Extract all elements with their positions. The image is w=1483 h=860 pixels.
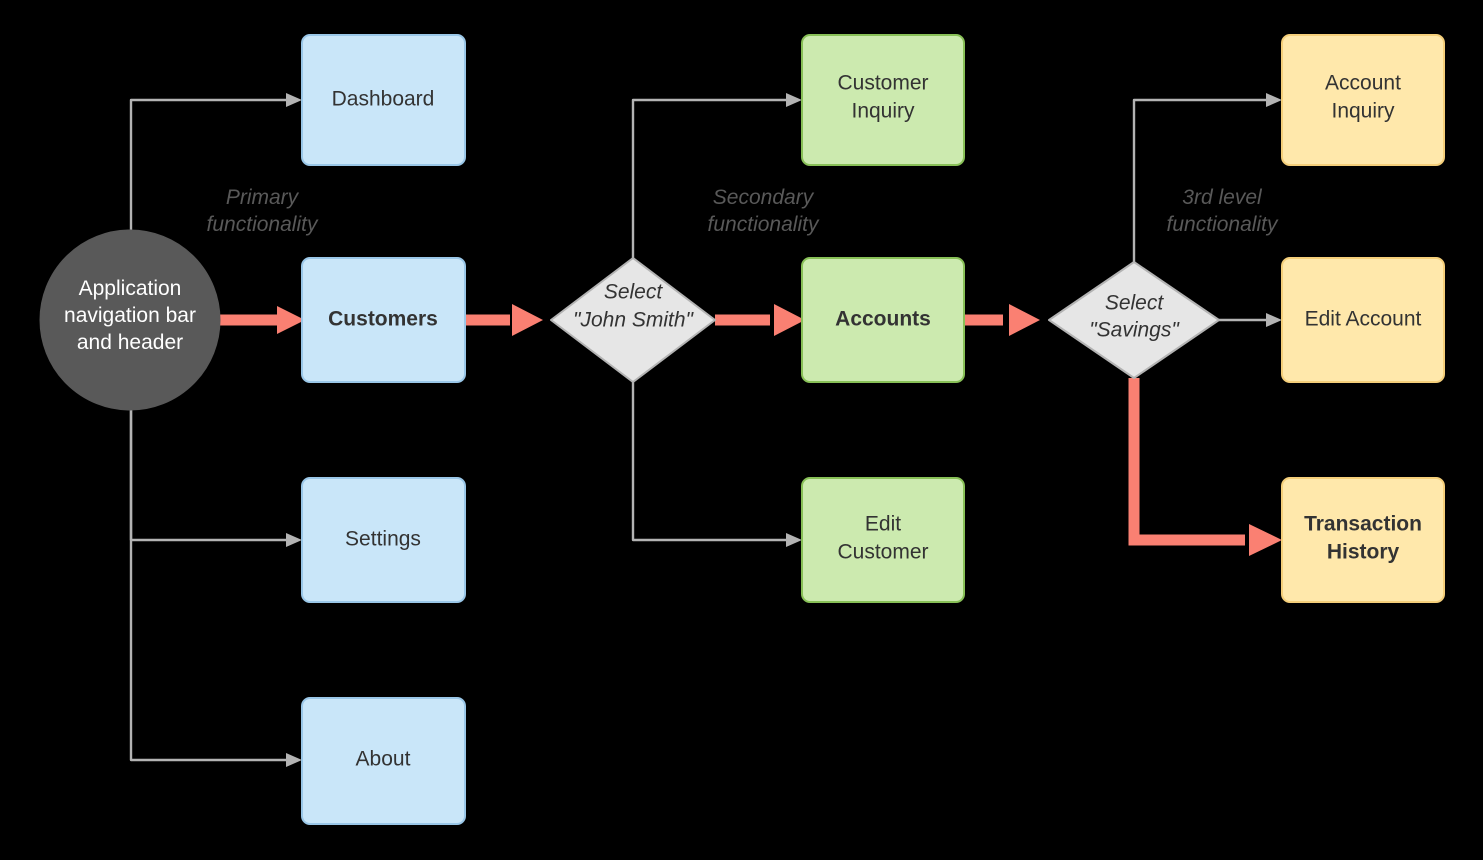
annotation-secondary-line-2: functionality bbox=[708, 213, 820, 236]
arrowhead-savings-highlight bbox=[1009, 304, 1040, 336]
node-select-john-smith-line-1: Select bbox=[604, 281, 664, 304]
arrowhead-account-inquiry bbox=[1266, 93, 1282, 107]
edge-savings-to-transaction-history-highlight bbox=[1128, 378, 1245, 546]
node-settings[interactable]: Settings bbox=[301, 477, 466, 603]
arrowhead-john-smith-highlight bbox=[512, 304, 543, 336]
node-edit-customer-line-2: Customer bbox=[837, 541, 928, 564]
node-account-inquiry-line-1: Account bbox=[1325, 72, 1401, 95]
arrowhead-edit-account bbox=[1266, 313, 1282, 327]
node-customers[interactable]: Customers bbox=[301, 257, 466, 383]
arrowhead-transaction-history-highlight bbox=[1249, 524, 1282, 556]
arrowhead-edit-customer bbox=[786, 533, 802, 547]
node-transaction-history[interactable]: Transaction History bbox=[1281, 477, 1445, 603]
highlighted-path-group bbox=[216, 304, 1282, 556]
node-customers-label: Customers bbox=[328, 308, 438, 331]
node-transaction-history-line-2: History bbox=[1327, 541, 1400, 564]
edge-group-secondary bbox=[631, 93, 802, 547]
node-customer-inquiry-line-2: Inquiry bbox=[851, 100, 915, 123]
edge-john-smith-to-edit-customer bbox=[631, 318, 794, 542]
node-settings-label: Settings bbox=[345, 528, 421, 551]
node-select-savings[interactable]: Select "Savings" bbox=[1048, 261, 1220, 379]
arrowhead-accounts-highlight bbox=[774, 304, 805, 336]
node-dashboard-label: Dashboard bbox=[332, 88, 435, 111]
arrowhead-customers-highlight bbox=[277, 306, 305, 334]
node-account-inquiry[interactable]: Account Inquiry bbox=[1281, 34, 1445, 166]
annotation-primary-functionality: Primary functionality bbox=[207, 186, 319, 236]
node-account-inquiry-line-2: Inquiry bbox=[1331, 100, 1395, 123]
annotation-primary-line-2: functionality bbox=[207, 213, 319, 236]
annotation-third-level-line-1: 3rd level bbox=[1182, 186, 1263, 209]
node-edit-customer-line-1: Edit bbox=[865, 513, 901, 536]
node-select-savings-line-2: "Savings" bbox=[1089, 319, 1180, 342]
annotation-secondary-functionality: Secondary functionality bbox=[708, 186, 820, 236]
node-application-navigation-bar-and-header[interactable]: Application navigation bar and header bbox=[39, 229, 221, 411]
arrowhead-customer-inquiry bbox=[786, 93, 802, 107]
edge-group-third-level bbox=[1132, 93, 1282, 327]
node-edit-account[interactable]: Edit Account bbox=[1281, 257, 1445, 383]
start-node-line-3: and header bbox=[77, 331, 183, 354]
node-transaction-history-line-1: Transaction bbox=[1304, 513, 1422, 536]
node-customer-inquiry[interactable]: Customer Inquiry bbox=[801, 34, 965, 166]
start-node-line-1: Application bbox=[79, 277, 182, 300]
arrowhead-settings bbox=[286, 533, 302, 547]
node-select-john-smith-line-2: "John Smith" bbox=[573, 309, 695, 332]
annotation-secondary-line-1: Secondary bbox=[713, 186, 815, 209]
node-customer-inquiry-line-1: Customer bbox=[837, 72, 928, 95]
node-select-john-smith[interactable]: Select "John Smith" bbox=[550, 257, 716, 383]
arrowhead-about bbox=[286, 753, 302, 767]
annotation-primary-line-1: Primary bbox=[226, 186, 300, 209]
node-about[interactable]: About bbox=[301, 697, 466, 825]
edge-john-smith-to-customer-inquiry bbox=[631, 98, 794, 322]
node-dashboard[interactable]: Dashboard bbox=[301, 34, 466, 166]
annotation-third-level-line-2: functionality bbox=[1167, 213, 1279, 236]
node-edit-account-label: Edit Account bbox=[1305, 308, 1422, 331]
annotation-third-level-functionality: 3rd level functionality bbox=[1167, 186, 1279, 236]
node-about-label: About bbox=[356, 748, 411, 771]
node-select-savings-line-1: Select bbox=[1105, 292, 1165, 315]
node-accounts[interactable]: Accounts bbox=[801, 257, 965, 383]
node-edit-customer[interactable]: Edit Customer bbox=[801, 477, 965, 603]
arrowhead-dashboard bbox=[286, 93, 302, 107]
edge-start-to-about bbox=[129, 318, 294, 762]
start-node-line-2: navigation bar bbox=[64, 304, 196, 327]
edge-savings-to-account-inquiry bbox=[1132, 98, 1274, 322]
node-accounts-label: Accounts bbox=[835, 308, 931, 331]
